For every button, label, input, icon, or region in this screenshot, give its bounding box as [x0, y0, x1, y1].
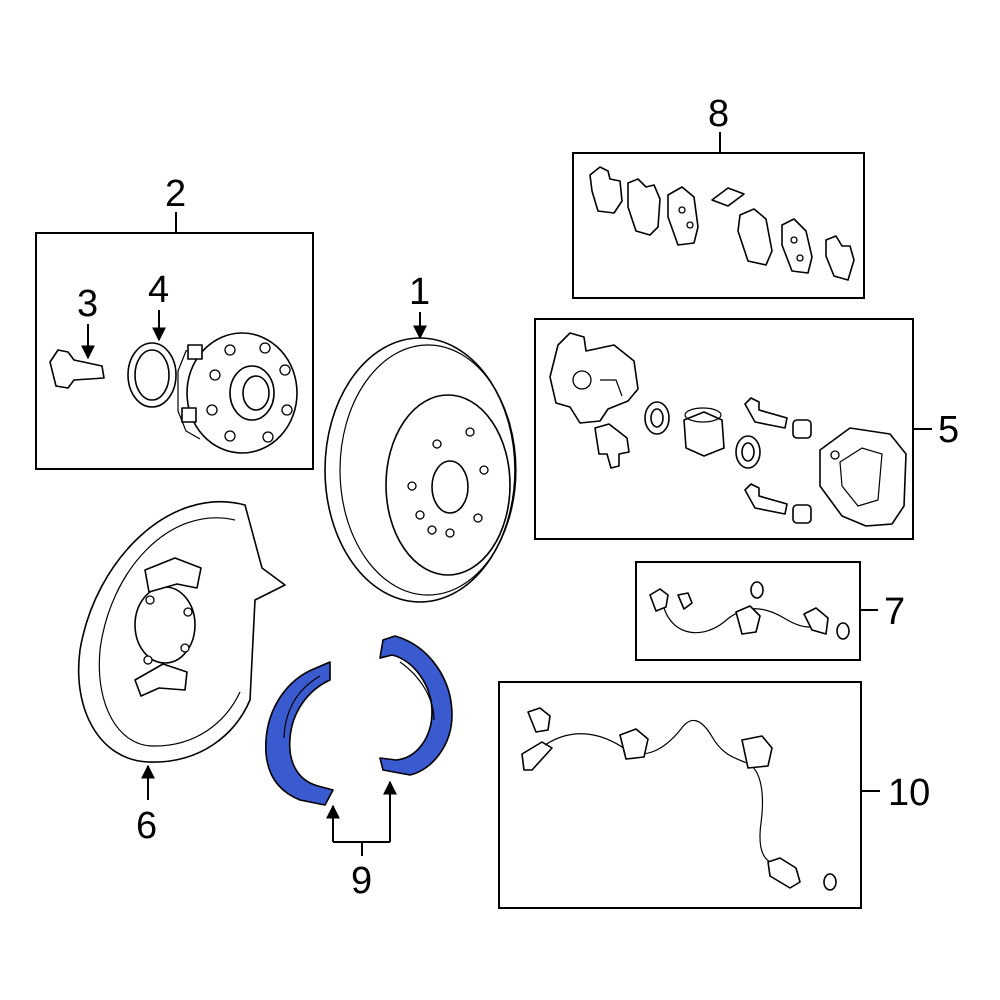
- callout-3: 3: [77, 283, 98, 325]
- part-7-sensor-harness[interactable]: [635, 561, 878, 661]
- callout-9: 9: [351, 860, 372, 902]
- callout-8: 8: [708, 93, 729, 135]
- callout-7: 7: [884, 591, 905, 633]
- part-2-hub-assembly[interactable]: [35, 212, 314, 470]
- part-10-abs-sensor[interactable]: [498, 681, 880, 909]
- callout-5: 5: [938, 409, 959, 451]
- part-5-caliper-assembly[interactable]: [534, 318, 932, 540]
- part-3-hub-bolt[interactable]: [49, 324, 105, 389]
- callout-6: 6: [136, 805, 157, 847]
- part-1-brake-rotor[interactable]: [324, 312, 517, 603]
- callout-2: 2: [165, 173, 186, 215]
- part-6-backing-plate[interactable]: [77, 500, 286, 800]
- part-4-snap-ring[interactable]: [127, 310, 177, 408]
- callout-4: 4: [148, 269, 169, 311]
- callout-1: 1: [409, 271, 430, 313]
- part-9-parking-brake-shoes[interactable]: [265, 635, 453, 856]
- callout-10: 10: [888, 772, 930, 814]
- part-8-brake-pads[interactable]: [572, 132, 865, 299]
